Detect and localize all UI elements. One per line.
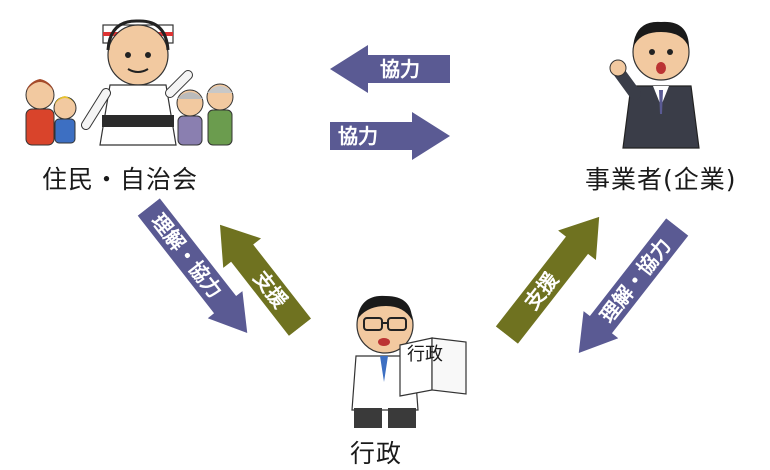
official-with-book-illustration bbox=[320, 290, 485, 430]
arrow-label-top: 協力 bbox=[380, 57, 420, 81]
arrow-cooperation-to-business: 協力 bbox=[330, 112, 450, 160]
arrow-support-left: 支援 bbox=[201, 210, 319, 342]
businessman-illustration bbox=[605, 10, 715, 150]
arrow-cooperation-to-residents: 協力 bbox=[330, 45, 450, 93]
arrow-label-bottom: 協力 bbox=[338, 124, 378, 148]
arrow-understanding-right: 理解・協力 bbox=[561, 213, 694, 366]
residents-label: 住民・自治会 bbox=[42, 165, 199, 194]
arrow-support-right: 支援 bbox=[488, 202, 618, 350]
arrow-understanding-left: 理解・協力 bbox=[131, 193, 264, 346]
business-label: 事業者(企業) bbox=[585, 165, 737, 194]
book-label: 行政 bbox=[407, 344, 443, 365]
residents-group-illustration bbox=[10, 5, 240, 155]
government-label: 行政 bbox=[350, 439, 403, 468]
